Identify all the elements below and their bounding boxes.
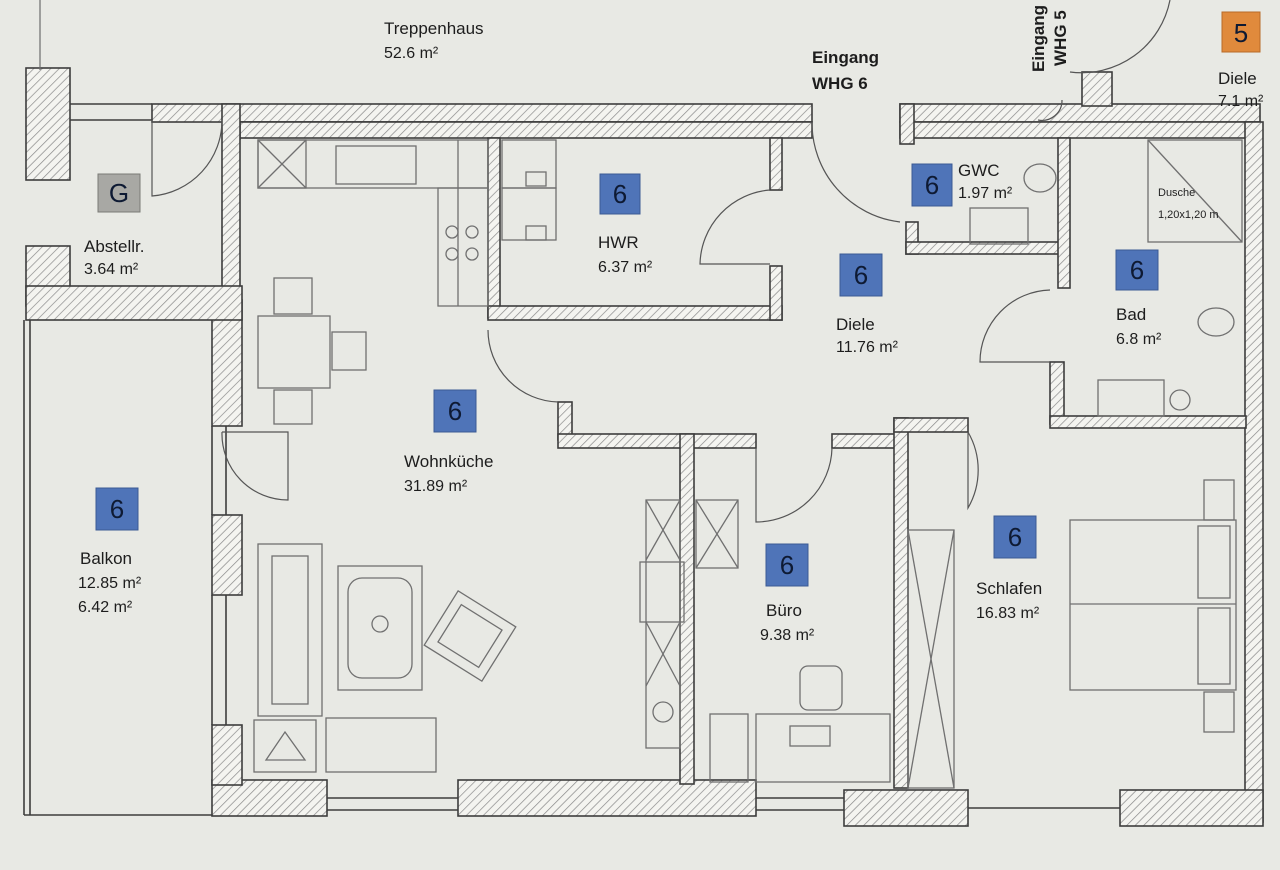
- unit-badge-hwr: [599, 173, 641, 215]
- eingang-whg6-label: Eingang: [812, 48, 879, 67]
- buero-area: 9.38 m²: [760, 627, 815, 644]
- unit-badge-5: [1221, 11, 1261, 53]
- unit-badge-diele: [839, 253, 883, 297]
- unit-badge-gwc-text: 6: [925, 170, 939, 200]
- eingang-whg5-number: WHG 5: [1051, 10, 1070, 66]
- unit-badge-wohnkueche: [433, 389, 477, 433]
- bad-name: Bad: [1116, 305, 1146, 324]
- wohnkueche-name: Wohnküche: [404, 452, 493, 471]
- unit-badge-wohnkueche-text: 6: [448, 396, 462, 426]
- unit-badge-bad-text: 6: [1130, 255, 1144, 285]
- gwc-name: GWC: [958, 161, 1000, 180]
- dusche-label: Dusche: [1158, 187, 1195, 199]
- walls: [25, 67, 1264, 827]
- abstell-area: 3.64 m²: [84, 261, 139, 278]
- unit-badge-hwr-text: 6: [613, 179, 627, 209]
- buero-furniture: [695, 499, 891, 783]
- room-labels: Treppenhaus 52.6 m² Eingang WHG 6 Eingan…: [78, 5, 1264, 644]
- balkon-area: 12.85 m²: [78, 575, 142, 592]
- balkon-name: Balkon: [80, 549, 132, 568]
- diele-name: Diele: [836, 315, 875, 334]
- bath-fixtures: [969, 139, 1243, 417]
- unit-badge-buero: [765, 543, 809, 587]
- hwr-furniture: [501, 139, 557, 241]
- hwr-area: 6.37 m²: [598, 259, 653, 276]
- hwr-name: HWR: [598, 233, 639, 252]
- gwc-area: 1.97 m²: [958, 185, 1013, 202]
- diele-area: 11.76 m²: [836, 339, 899, 356]
- diele5-area: 7.1 m²: [1218, 93, 1264, 110]
- balkon-area-half: 6.42 m²: [78, 599, 133, 616]
- unit-badge-g-text: G: [109, 178, 129, 208]
- unit-badge-schlafen-text: 6: [1008, 522, 1022, 552]
- wohnkueche-area: 31.89 m²: [404, 478, 468, 495]
- unit-badge-bad: [1115, 249, 1159, 291]
- eingang-whg6-number: WHG 6: [812, 74, 868, 93]
- unit-badge-g: [97, 173, 141, 213]
- schlafen-name: Schlafen: [976, 579, 1042, 598]
- balkon-outline: [23, 0, 212, 816]
- doors: [151, 0, 1171, 523]
- bad-area: 6.8 m²: [1116, 331, 1162, 348]
- unit-badge-diele-text: 6: [854, 260, 868, 290]
- abstell-name: Abstellr.: [84, 237, 144, 256]
- unit-badge-buero-text: 6: [780, 550, 794, 580]
- schlafen-furniture: [907, 479, 1237, 789]
- dusche-size: 1,20x1,20 m: [1158, 209, 1219, 221]
- kitchen-furniture: [253, 139, 685, 773]
- treppenhaus-area: 52.6 m²: [384, 45, 439, 62]
- eingang-whg5-label: Eingang: [1029, 5, 1048, 72]
- treppenhaus-name: Treppenhaus: [384, 19, 484, 38]
- buero-name: Büro: [766, 601, 802, 620]
- unit-badge-gwc: [911, 163, 953, 207]
- unit-badge-balkon: [95, 487, 139, 531]
- schlafen-area: 16.83 m²: [976, 605, 1040, 622]
- unit-badge-balkon-text: 6: [110, 494, 124, 524]
- unit-badge-schlafen: [993, 515, 1037, 559]
- unit-badge-5-text: 5: [1234, 18, 1248, 48]
- diele5-name: Diele: [1218, 69, 1257, 88]
